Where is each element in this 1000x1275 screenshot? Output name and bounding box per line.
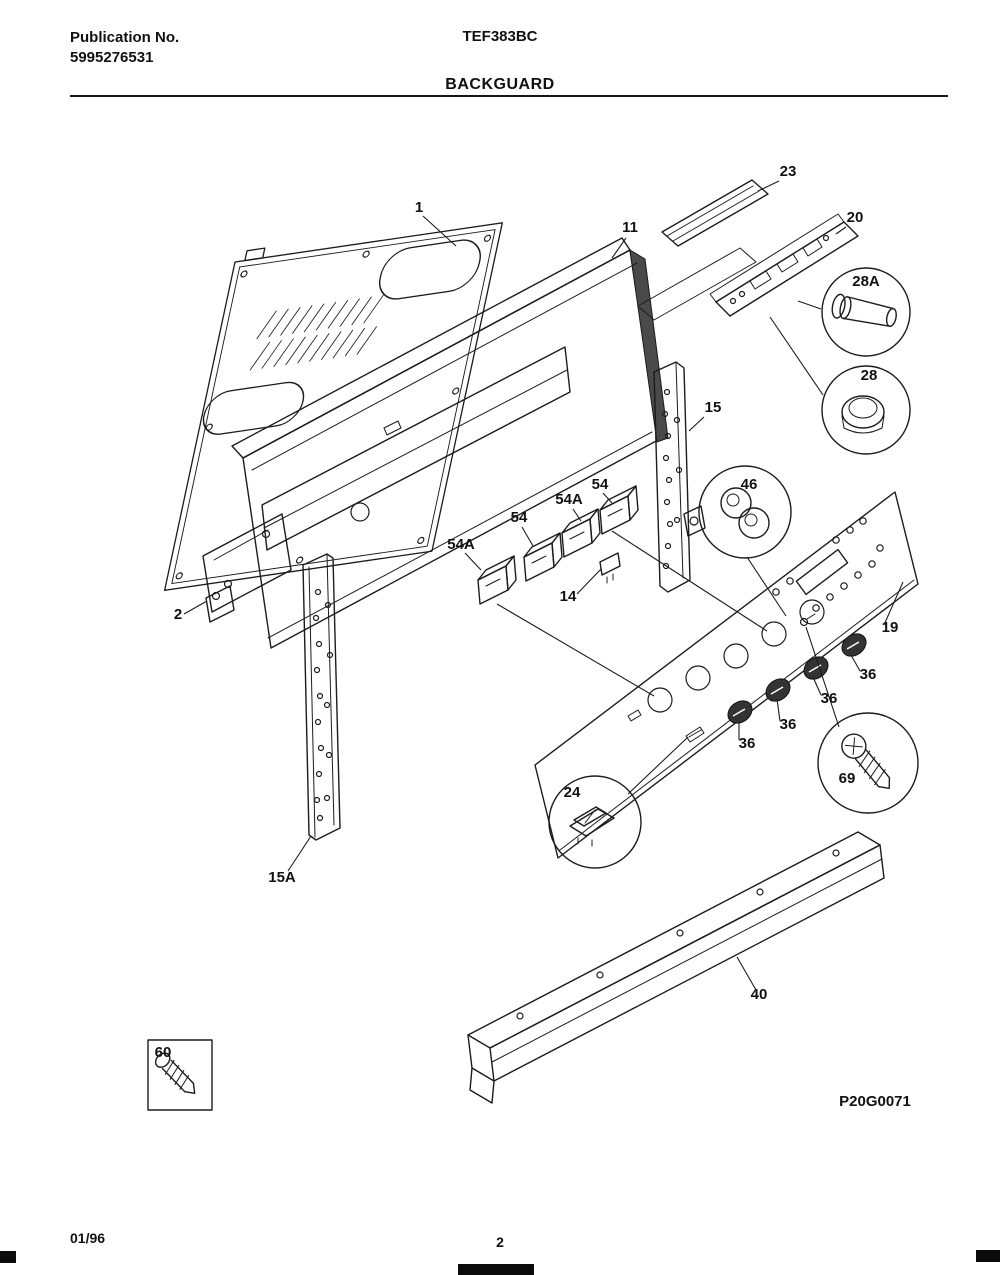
detail-69-screw <box>817 712 919 814</box>
callout-36-1: 36 <box>860 666 877 683</box>
callout-36-4: 36 <box>739 735 756 752</box>
print-registration-mark-center <box>458 1264 534 1275</box>
part-1-rear-panel <box>163 222 504 591</box>
part-14-switch <box>599 552 621 584</box>
callout-23: 23 <box>780 163 797 180</box>
part-2-left-bracket <box>202 513 292 623</box>
callout-14: 14 <box>560 588 577 605</box>
callout-15a: 15A <box>268 869 296 886</box>
detail-46-buttons <box>698 465 792 559</box>
callout-40: 40 <box>751 986 768 1003</box>
publication-block: Publication No. 5995276531 <box>70 28 179 68</box>
part-15a-left-rail <box>302 553 341 841</box>
print-registration-mark-left <box>0 1251 16 1263</box>
callout-24: 24 <box>564 784 581 801</box>
callout-11: 11 <box>622 219 638 236</box>
callout-36-2: 36 <box>821 690 838 707</box>
part-11-control-housing <box>231 237 757 649</box>
callout-69: 69 <box>839 770 856 787</box>
diagram-code: P20G0071 <box>839 1093 911 1110</box>
footer-date: 01/96 <box>70 1230 106 1246</box>
part-36-knobs <box>727 633 867 724</box>
publication-label: Publication No. <box>70 29 180 46</box>
model-number: TEF383BC <box>462 28 538 45</box>
callout-54-left: 54 <box>511 509 528 526</box>
section-title: BACKGUARD <box>445 76 555 93</box>
callout-60: 60 <box>155 1044 172 1061</box>
detail-28a-screw <box>821 267 911 357</box>
callout-46: 46 <box>741 476 758 493</box>
callout-54-right: 54 <box>592 476 609 493</box>
callout-20: 20 <box>847 209 864 226</box>
part-60-screw-box <box>147 1039 213 1111</box>
callout-19: 19 <box>882 619 899 636</box>
callout-1: 1 <box>415 199 423 216</box>
callout-15: 15 <box>705 399 722 416</box>
part-15-right-bracket <box>653 361 706 593</box>
leader-lines <box>183 180 904 991</box>
detail-24-rocker-switch <box>548 775 642 869</box>
footer-page-number: 2 <box>496 1234 504 1250</box>
part-40-bottom-trim <box>467 831 885 1104</box>
publication-number: 5995276531 <box>70 49 154 66</box>
detail-28-button <box>821 365 911 455</box>
callout-2: 2 <box>174 606 182 623</box>
callout-labels: 1 11 23 20 28A 28 15 46 54 54A 54 54A 14… <box>155 163 911 1110</box>
callout-54a-left: 54A <box>447 536 475 553</box>
callout-28: 28 <box>861 367 878 384</box>
header-rule <box>70 95 948 97</box>
callout-54a-right: 54A <box>555 491 583 508</box>
callout-28a: 28A <box>852 273 880 290</box>
part-20-clock-control-board <box>709 213 859 317</box>
print-registration-mark-right <box>976 1250 1000 1262</box>
part-23-glass-panel <box>661 179 769 247</box>
callout-36-3: 36 <box>780 716 797 733</box>
